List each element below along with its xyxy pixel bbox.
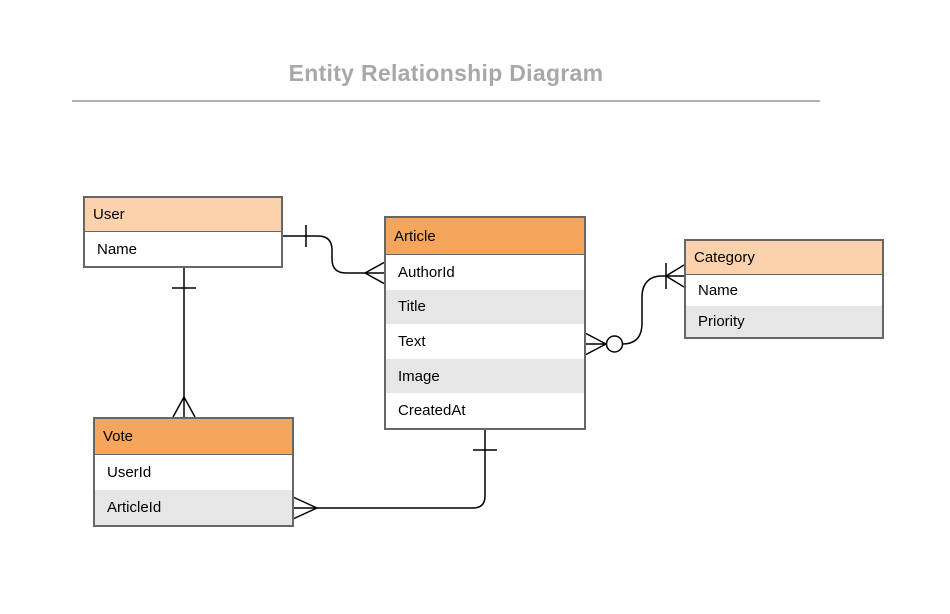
entity-article[interactable]: Article AuthorId Title Text Image Create… [384, 216, 586, 430]
entity-row-article-image[interactable]: Image [386, 358, 584, 394]
entity-row-category-priority[interactable]: Priority [686, 306, 882, 337]
entity-row-category-name[interactable]: Name [686, 275, 882, 306]
entity-vote[interactable]: Vote UserId ArticleId [93, 417, 294, 527]
entity-row-article-text[interactable]: Text [386, 324, 584, 359]
entity-header-article[interactable]: Article [386, 218, 584, 255]
entity-row-vote-articleid[interactable]: ArticleId [95, 490, 292, 525]
connector-vote-article[interactable] [293, 430, 497, 520]
entity-row-vote-userid[interactable]: UserId [95, 455, 292, 490]
connector-article-category[interactable] [585, 263, 685, 356]
entity-row-article-title[interactable]: Title [386, 289, 584, 325]
diagram-title: Entity Relationship Diagram [288, 60, 604, 86]
entity-row-article-authorid[interactable]: AuthorId [386, 255, 584, 290]
cardinality-many-crowfoot-icon [585, 332, 607, 356]
diagram-title-block: Entity Relationship Diagram [72, 60, 820, 102]
entity-header-vote[interactable]: Vote [95, 419, 292, 455]
connector-line [283, 235, 365, 274]
cardinality-zero-circle-icon [605, 335, 624, 353]
entity-user[interactable]: User Name [83, 196, 283, 268]
entity-category[interactable]: Category Name Priority [684, 239, 884, 339]
entity-row-user-name[interactable]: Name [85, 232, 281, 266]
connector-user-vote[interactable] [172, 268, 196, 418]
cardinality-many-crowfoot-icon [172, 396, 196, 418]
cardinality-many-crowfoot-icon [665, 264, 685, 288]
entity-header-user[interactable]: User [85, 198, 281, 232]
connector-line [317, 430, 486, 509]
entity-row-article-createdat[interactable]: CreatedAt [386, 393, 584, 428]
connector-line [622, 275, 666, 345]
entity-header-category[interactable]: Category [686, 241, 882, 275]
cardinality-many-crowfoot-icon [364, 261, 385, 285]
connector-user-article[interactable] [283, 225, 385, 285]
cardinality-many-crowfoot-icon [293, 496, 318, 520]
